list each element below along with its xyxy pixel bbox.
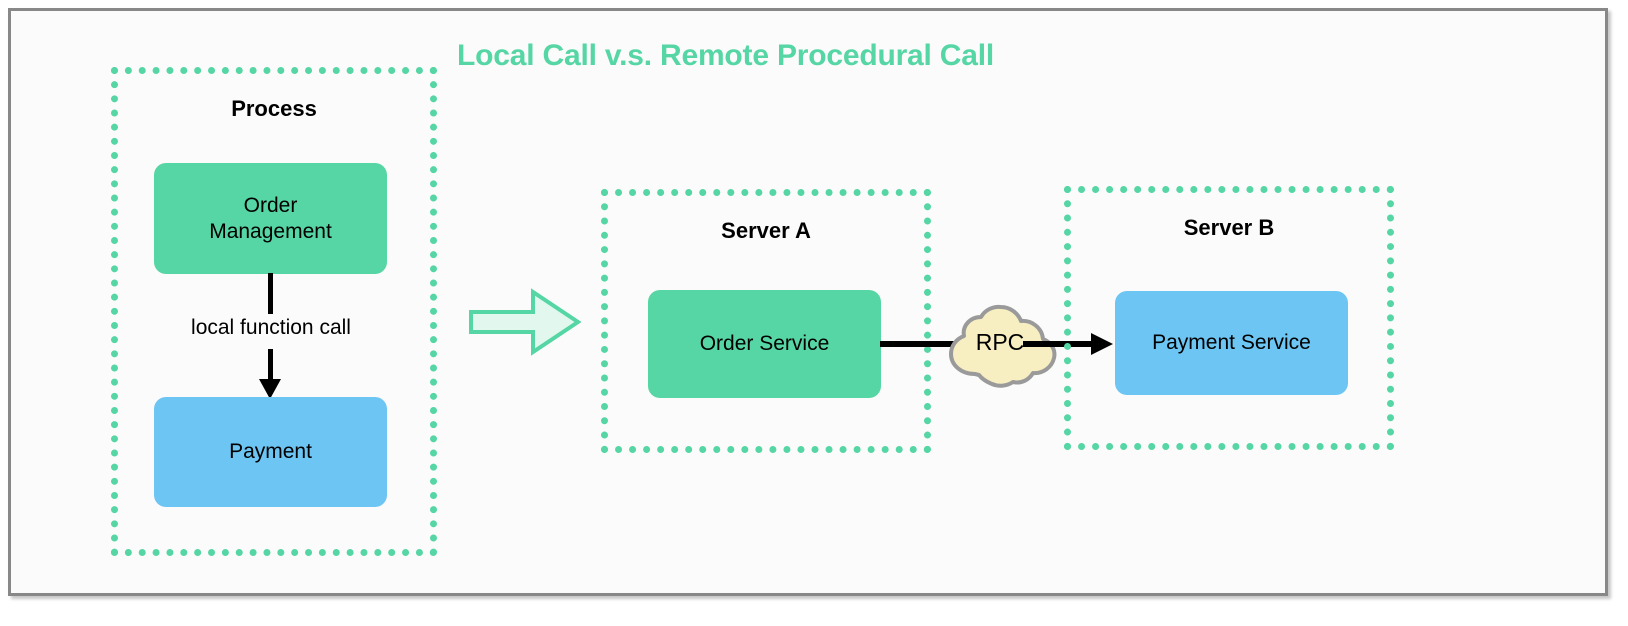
node-order-service[interactable]: Order Service (648, 290, 881, 398)
local-call-connector-lower (268, 349, 273, 383)
local-call-label: local function call (191, 316, 351, 339)
page-title: Local Call v.s. Remote Procedural Call (457, 39, 995, 72)
cloud-icon (949, 304, 1057, 388)
group-server-a-label: Server A (721, 218, 811, 243)
diagram-frame: Local Call v.s. Remote Procedural Call P… (8, 8, 1608, 596)
node-payment-label: Payment (229, 440, 312, 464)
arrow-right-icon (1091, 333, 1113, 355)
group-server-b: Server B (1064, 186, 1394, 450)
node-payment-service[interactable]: Payment Service (1115, 291, 1348, 395)
node-order-management[interactable]: Order Management (154, 163, 387, 274)
rpc-label: RPC (975, 329, 1025, 355)
right-block-arrow-icon (469, 288, 581, 356)
group-process-label: Process (231, 96, 317, 121)
node-payment[interactable]: Payment (154, 397, 387, 507)
node-payment-service-label: Payment Service (1152, 331, 1311, 355)
group-server-a: Server A (601, 189, 931, 453)
rpc-connector-left (880, 341, 975, 347)
rpc-connector-right (1023, 341, 1101, 347)
node-order-management-label: Order Management (209, 193, 332, 243)
local-call-connector-upper (268, 273, 273, 314)
group-process: Process (111, 67, 437, 556)
arrow-down-icon (259, 379, 281, 399)
group-server-b-label: Server B (1183, 215, 1275, 240)
node-order-service-label: Order Service (699, 332, 830, 356)
